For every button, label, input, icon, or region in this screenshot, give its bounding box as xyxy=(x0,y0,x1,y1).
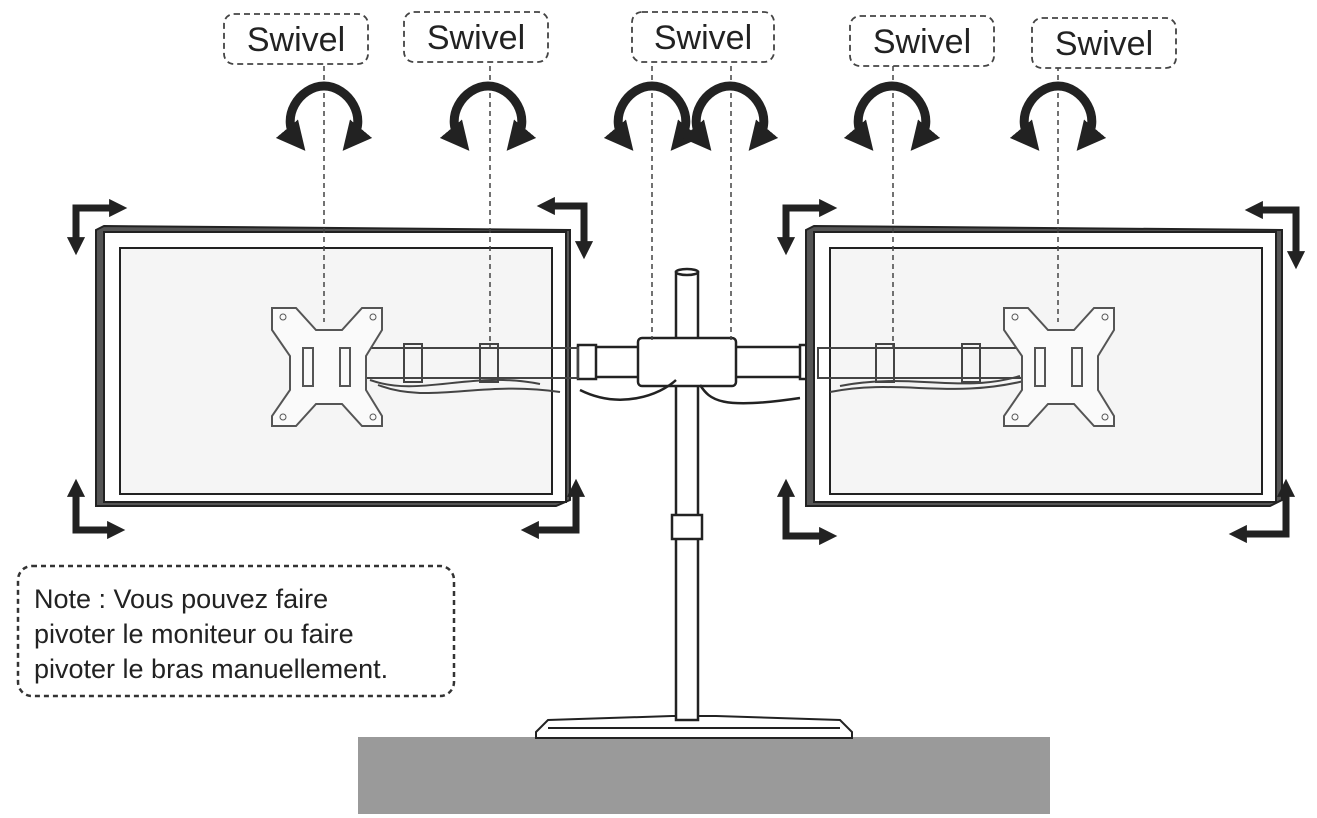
swivel-label-5: Swivel xyxy=(1031,17,1177,69)
left-monitor xyxy=(95,224,579,507)
leader-lines xyxy=(323,66,1059,348)
rotation-corner-arrow-icon xyxy=(1244,200,1306,270)
note-box: Note : Vous pouvez faire pivoter le moni… xyxy=(16,564,456,698)
swivel-rotation-icon xyxy=(843,81,941,151)
swivel-label-4: Swivel xyxy=(849,15,995,67)
rotation-corner-arrow-icon xyxy=(776,198,838,256)
right-monitor xyxy=(805,224,1283,507)
rotation-corner-arrow-icon xyxy=(536,196,594,260)
stand-base xyxy=(535,715,853,739)
swivel-label-1: Swivel xyxy=(223,13,369,65)
swivel-rotation-icon xyxy=(1009,81,1107,151)
swivel-rotation-icon xyxy=(275,81,373,151)
note-line-1: Note : Vous pouvez faire xyxy=(34,584,328,614)
swivel-label-2: Swivel xyxy=(403,11,549,63)
swivel-label-3: Swivel xyxy=(631,11,775,63)
svg-text:Swivel: Swivel xyxy=(1055,25,1153,63)
rotation-corner-arrow-icon xyxy=(520,478,586,540)
swivel-rotation-icon xyxy=(603,81,701,151)
svg-text:Swivel: Swivel xyxy=(873,23,971,61)
rotation-corner-arrow-icon xyxy=(66,198,128,256)
svg-text:Swivel: Swivel xyxy=(427,19,525,57)
rotation-corner-arrow-icon xyxy=(1228,478,1296,544)
note-line-3: pivoter le bras manuellement. xyxy=(34,654,388,684)
swivel-rotation-icon xyxy=(681,81,779,151)
stand-pole xyxy=(670,267,704,722)
svg-text:Swivel: Swivel xyxy=(247,21,345,59)
svg-text:Swivel: Swivel xyxy=(654,19,752,57)
swivel-rotation-icon xyxy=(439,81,537,151)
desk-surface xyxy=(358,737,1050,814)
rotation-corner-arrow-icon xyxy=(776,478,838,546)
note-line-2: pivoter le moniteur ou faire xyxy=(34,619,354,649)
rotation-corner-arrow-icon xyxy=(66,478,126,540)
